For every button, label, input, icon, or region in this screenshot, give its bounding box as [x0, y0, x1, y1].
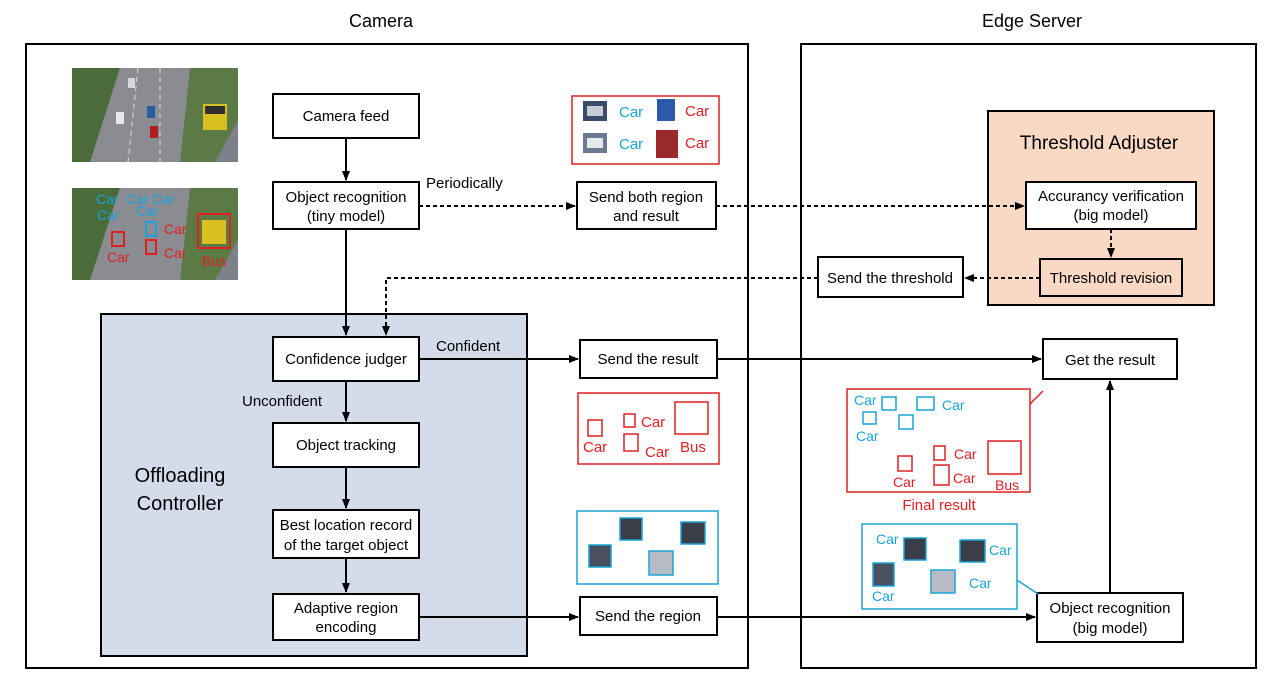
object-tracking-node: Object tracking [272, 422, 420, 468]
send-both-node: Send both region and result [576, 181, 717, 230]
region-label-bus: Bus [680, 439, 706, 456]
traffic-photo-detections: Car Car Car Car Car Car Car Car Bus [72, 188, 238, 280]
region-label-car: Car [583, 439, 607, 456]
dotted-arrows [382, 202, 1115, 336]
final-result-box: Car Car Car Car Car Car Bus [846, 388, 1044, 493]
sample-result-box: Car Car Car Car [571, 95, 720, 165]
edge-server-container [800, 43, 1257, 669]
sample-label-car: Car [619, 104, 643, 121]
final-label-car: Car [953, 470, 976, 486]
final-result-caption: Final result [902, 497, 976, 514]
send-result-label: Send the result [598, 351, 700, 368]
adaptive-encoding-sublabel: encoding [316, 619, 377, 636]
tracked-region-box: Car Car Car Bus [577, 392, 720, 465]
input-label-car: Car [872, 588, 895, 604]
photo-label-car: Car [136, 203, 159, 219]
send-region-label: Send the region [595, 608, 701, 625]
camera-container [25, 43, 749, 669]
region-label-car: Car [641, 414, 665, 431]
input-label-car: Car [989, 542, 1012, 558]
get-result-node: Get the result [1042, 338, 1178, 380]
best-location-sublabel: of the target object [284, 537, 409, 554]
camera-section-title: Camera [349, 11, 414, 31]
object-recognition-big-node: Object recognition (big model) [1036, 592, 1184, 643]
threshold-revision-label: Threshold revision [1050, 270, 1173, 287]
encoded-region-box [576, 510, 719, 585]
confidence-judger-label: Confidence judger [285, 351, 407, 368]
object-recognition-big-sublabel: (big model) [1072, 620, 1147, 637]
threshold-adjuster-title: Threshold Adjuster [1020, 133, 1179, 154]
big-model-input-box: Car Car Car Car [861, 523, 1039, 610]
send-both-sublabel: and result [613, 208, 680, 225]
edge-label-periodically: Periodically [426, 175, 503, 192]
threshold-revision-node: Threshold revision [1039, 258, 1183, 297]
send-region-node: Send the region [579, 596, 718, 636]
camera-feed-node: Camera feed [272, 93, 420, 139]
offloading-controller-title-line2: Controller [137, 493, 224, 515]
offloading-controller-title-line1: Offloading [135, 465, 226, 487]
send-threshold-node: Send the threshold [817, 256, 964, 298]
photo-label-car: Car [97, 207, 120, 223]
photo-label-car: Car [164, 221, 187, 237]
edge-server-section-title: Edge Server [982, 11, 1082, 31]
sample-label-car: Car [619, 136, 643, 153]
object-recognition-big-label: Object recognition [1050, 600, 1171, 617]
final-label-car: Car [954, 446, 977, 462]
photo-label-car: Car [126, 191, 149, 207]
input-label-car: Car [969, 575, 992, 591]
best-location-node: Best location record of the target objec… [272, 509, 420, 559]
object-tracking-label: Object tracking [296, 437, 396, 454]
object-recognition-tiny-sublabel: (tiny model) [307, 208, 385, 225]
photo-label-car: Car [164, 245, 187, 261]
adaptive-encoding-node: Adaptive region encoding [272, 593, 420, 641]
send-result-node: Send the result [579, 339, 718, 379]
photo-label-bus: Bus [202, 253, 226, 269]
input-label-car: Car [876, 531, 899, 547]
object-recognition-tiny-label: Object recognition [286, 189, 407, 206]
sample-label-car: Car [685, 103, 709, 120]
accuracy-verification-sublabel: (big model) [1073, 207, 1148, 224]
photo-label-car: Car [107, 249, 130, 265]
region-label-car: Car [645, 444, 669, 461]
accuracy-verification-node: Accurancy verification (big model) [1025, 181, 1197, 230]
accuracy-verification-label: Accurancy verification [1038, 188, 1184, 205]
traffic-photo-original [72, 67, 238, 163]
best-location-label: Best location record [280, 517, 413, 534]
edge-label-unconfident: Unconfident [242, 393, 323, 410]
final-label-car: Car [942, 397, 965, 413]
send-threshold-label: Send the threshold [827, 270, 953, 287]
edge-label-confident: Confident [436, 338, 501, 355]
camera-feed-label: Camera feed [303, 108, 390, 125]
solid-arrows [342, 138, 1114, 621]
object-recognition-tiny-node: Object recognition (tiny model) [272, 181, 420, 230]
photo-label-car: Car [96, 191, 119, 207]
adaptive-encoding-label: Adaptive region [294, 600, 398, 617]
get-result-label: Get the result [1065, 352, 1156, 369]
photo-label-car: Car [152, 191, 175, 207]
send-both-label: Send both region [589, 189, 703, 206]
final-label-car: Car [854, 392, 877, 408]
final-label-car: Car [856, 428, 879, 444]
sample-label-car: Car [685, 135, 709, 152]
final-label-bus: Bus [995, 477, 1019, 493]
final-label-car: Car [893, 474, 916, 490]
confidence-judger-node: Confidence judger [272, 336, 420, 382]
